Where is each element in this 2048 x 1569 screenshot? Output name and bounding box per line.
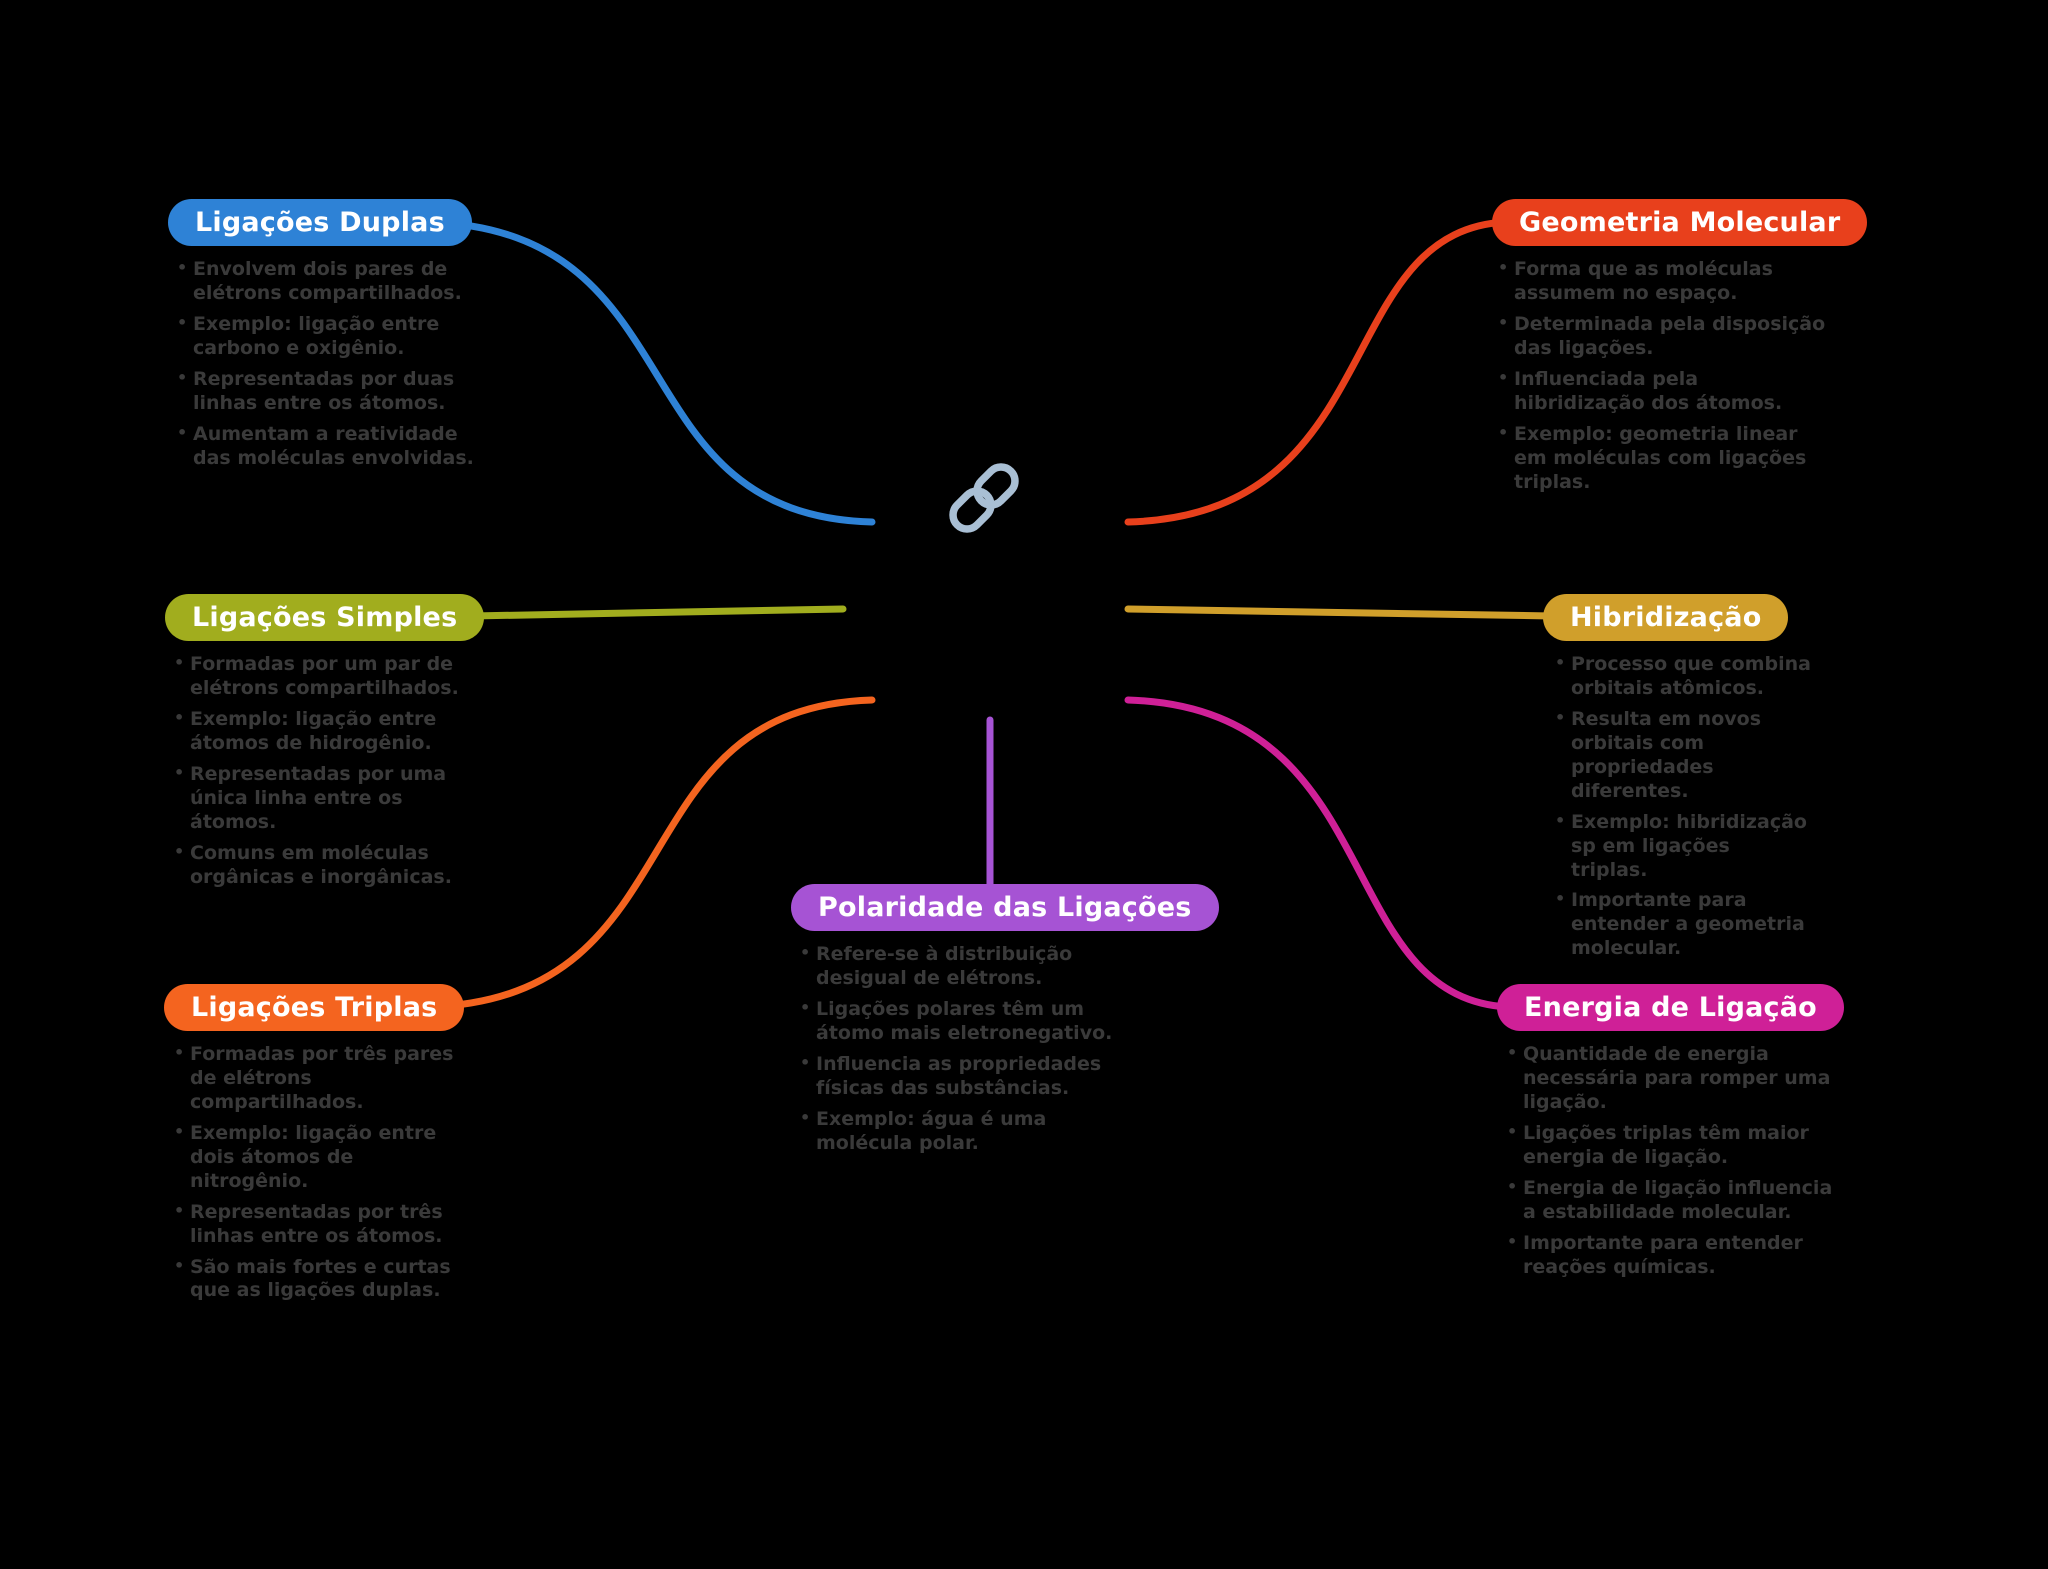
- bullet-item: Importante para entender reações química…: [1505, 1232, 1840, 1280]
- connector-geometria-molecular: [1124, 218, 1509, 526]
- bullets-ligacoes-simples: Formadas por um par de elétrons comparti…: [172, 653, 472, 896]
- bullet-item: Processo que combina orbitais atômicos.: [1553, 653, 1811, 701]
- bullet-item: Formadas por um par de elétrons comparti…: [172, 653, 472, 701]
- bullet-item: Exemplo: água é uma molécula polar.: [798, 1108, 1146, 1156]
- connector-energia-de-ligacao: [1124, 696, 1512, 1011]
- bullet-item: Energia de ligação influencia a estabili…: [1505, 1177, 1840, 1225]
- bullet-item: Importante para entender a geometria mol…: [1553, 889, 1811, 961]
- node-ligacoes-duplas[interactable]: Ligações Duplas: [168, 199, 472, 246]
- bullets-hibridizacao: Processo que combina orbitais atômicos. …: [1553, 653, 1811, 968]
- bullet-item: Determinada pela disposição das ligações…: [1496, 313, 1826, 361]
- bullet-item: Exemplo: geometria linear em moléculas c…: [1496, 423, 1826, 495]
- bullet-item: Formadas por três pares de elétrons comp…: [172, 1043, 472, 1115]
- bullet-item: Aumentam a reatividade das moléculas env…: [175, 423, 475, 471]
- bullet-item: Ligações polares têm um átomo mais eletr…: [798, 998, 1146, 1046]
- bullet-item: Exemplo: ligação entre carbono e oxigêni…: [175, 313, 475, 361]
- node-ligacoes-triplas[interactable]: Ligações Triplas: [164, 984, 465, 1031]
- bullet-item: Representadas por duas linhas entre os á…: [175, 368, 475, 416]
- bullets-polaridade-das-ligacoes: Refere-se à distribuição desigual de elé…: [798, 943, 1146, 1163]
- bullet-item: Forma que as moléculas assumem no espaço…: [1496, 258, 1826, 306]
- bullet-item: Exemplo: ligação entre dois átomos de ni…: [172, 1122, 472, 1194]
- node-hibridizacao[interactable]: Hibridização: [1543, 594, 1789, 641]
- bullet-item: Exemplo: hibridização sp em ligações tri…: [1553, 811, 1811, 883]
- node-polaridade-das-ligacoes[interactable]: Polaridade das Ligações: [791, 884, 1219, 931]
- bullet-item: Resulta em novos orbitais com propriedad…: [1553, 708, 1811, 804]
- bullet-item: Refere-se à distribuição desigual de elé…: [798, 943, 1146, 991]
- bullet-item: São mais fortes e curtas que as ligações…: [172, 1256, 472, 1304]
- bullets-ligacoes-duplas: Envolvem dois pares de elétrons comparti…: [175, 258, 475, 478]
- bullets-ligacoes-triplas: Formadas por três pares de elétrons comp…: [172, 1043, 472, 1310]
- bullet-item: Influenciada pela hibridização dos átomo…: [1496, 368, 1826, 416]
- bullet-item: Ligações triplas têm maior energia de li…: [1505, 1122, 1840, 1170]
- node-geometria-molecular[interactable]: Geometria Molecular: [1492, 199, 1868, 246]
- bullet-item: Representadas por três linhas entre os á…: [172, 1201, 472, 1249]
- node-energia-de-ligacao[interactable]: Energia de Ligação: [1497, 984, 1844, 1031]
- bullets-geometria-molecular: Forma que as moléculas assumem no espaço…: [1496, 258, 1826, 501]
- bullet-item: Comuns em moléculas orgânicas e inorgâni…: [172, 842, 472, 890]
- bullet-item: Representadas por uma única linha entre …: [172, 763, 472, 835]
- connector-ligacoes-simples: [468, 605, 847, 620]
- bullets-energia-de-ligacao: Quantidade de energia necessária para ro…: [1505, 1043, 1840, 1286]
- bullet-item: Influencia as propriedades físicas das s…: [798, 1053, 1146, 1101]
- bullet-item: Quantidade de energia necessária para ro…: [1505, 1043, 1840, 1115]
- bullet-item: Exemplo: ligação entre átomos de hidrogê…: [172, 708, 472, 756]
- connector-ligacoes-duplas: [426, 218, 876, 526]
- node-ligacoes-simples[interactable]: Ligações Simples: [165, 594, 485, 641]
- connector-hibridizacao: [1124, 605, 1556, 620]
- chain-link-icon: [949, 463, 1019, 533]
- connector-ligacoes-triplas: [426, 696, 876, 1011]
- bullet-item: Envolvem dois pares de elétrons comparti…: [175, 258, 475, 306]
